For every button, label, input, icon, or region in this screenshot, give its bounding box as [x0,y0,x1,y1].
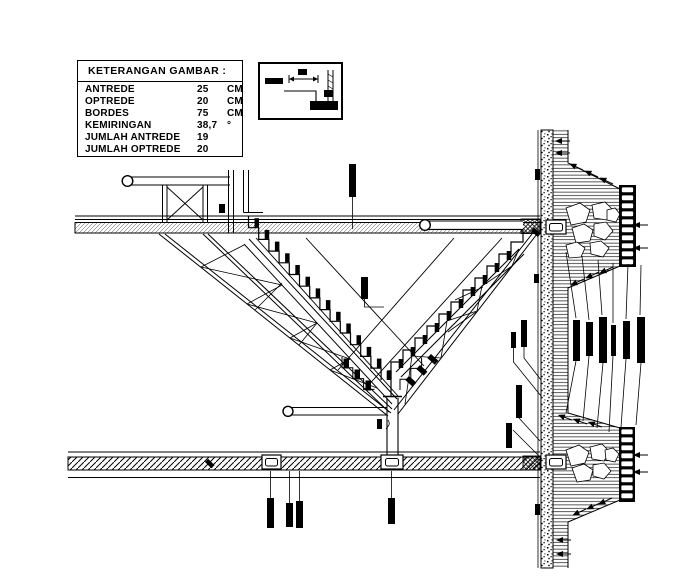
legend-row: KEMIRINGAN 38,7 ° [85,120,236,132]
label-bar [599,317,607,363]
handrail-end-cap [121,174,134,187]
legend-row-unit: CM [227,108,243,120]
legend-row-value: 20 [197,96,209,108]
label-bar [611,325,616,356]
legend-row-unit [227,144,236,156]
legend-row-value: 38,7 [197,120,218,132]
handrail-end-cap [282,405,294,417]
lower-slab-wall-junction [522,455,541,471]
step-detail-box [258,62,343,120]
floor-opening-edge [219,170,263,233]
legend-row-label: BORDES [85,108,129,120]
lower-anchor-stones [565,443,620,483]
legend-row-value: 75 [197,108,209,120]
step-detail-glyph [265,69,338,110]
handrail-end-cap [419,218,432,231]
legend-row: JUMLAH ANTREDE 19 [85,132,236,144]
label-bar [623,321,630,359]
label-bar [267,498,274,528]
detail-label-blob [324,90,333,97]
legend-row-label: KEMIRINGAN [85,120,152,132]
legend-row-label: JUMLAH ANTREDE [85,132,181,144]
legend-title: KETERANGAN GAMBAR : [78,61,242,82]
center-post [377,395,402,455]
handrail-upper-landing [419,218,523,231]
legend-row: JUMLAH OPTREDE 20 [85,144,236,156]
legend-row: OPTREDE 20 CM [85,96,243,108]
step-profile [284,90,317,102]
legend-rows: ANTREDE 25 CM OPTREDE 20 CM BORDES 75 CM… [78,82,243,157]
left-flight [158,216,398,417]
legend-row: BORDES 75 CM [85,108,243,120]
embedded-plates [261,219,567,470]
label-bar [586,322,593,356]
post-weld-mark [377,419,382,429]
legend-row-label: ANTREDE [85,84,135,95]
legend-row-value: 25 [197,84,209,95]
weld-squiggle [385,419,390,430]
upper-anchor-brick-strip [619,185,636,267]
detail-label-blob [310,101,338,110]
legend-box: KETERANGAN GAMBAR : ANTREDE 25 CM OPTRED… [77,60,243,157]
retaining-wall [537,129,554,569]
label-bar [521,320,527,347]
legend-row-unit: CM [227,84,243,95]
upper-anchor-stones [565,201,621,259]
label-bar [296,501,303,528]
label-bar [286,503,293,527]
label-bar [361,277,368,299]
label-bar [573,320,580,361]
lower-anchor-brick-strip [619,427,635,502]
wall-ticks [205,169,540,515]
label-bar [349,164,356,197]
legend-row: ANTREDE 25 CM [85,84,243,96]
label-bar [388,498,395,524]
scissor-diagonals [255,237,503,397]
legend-row-unit: CM [227,96,243,108]
annotation-bars [267,164,543,528]
legend-row-unit [227,132,236,144]
label-bar [511,332,516,348]
handrail-bottom [282,405,387,417]
legend-row-label: OPTREDE [85,96,135,108]
label-bar [516,385,522,418]
legend-row-unit: ° [227,120,232,132]
far-flight-steps [341,354,439,391]
label-bar [637,317,645,363]
detail-label-blob [298,69,307,75]
detail-label-blob [265,78,283,84]
left-flight-steps [247,216,382,381]
edge-anchor-mark [219,204,225,213]
label-bar [506,423,512,448]
right-label-bars [565,251,645,433]
right-truss-lattice [404,248,520,405]
legend-row-label: JUMLAH OPTREDE [85,144,181,156]
legend-row-value: 19 [197,132,209,144]
legend-row-value: 20 [197,144,209,156]
handrail-top [121,174,230,222]
lower-floor-slab [67,451,541,478]
left-flight-nosings [254,218,392,380]
